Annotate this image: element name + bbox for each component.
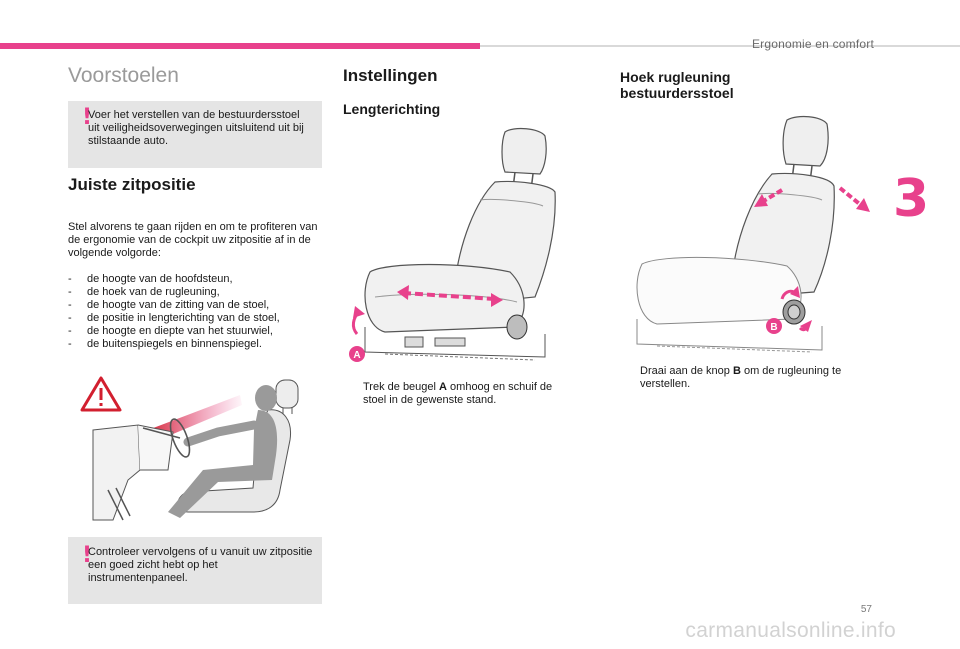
step-key-b: B xyxy=(732,365,741,377)
driver-posture-illustration xyxy=(80,376,299,521)
header-divider xyxy=(480,45,960,47)
watermark: carmanualsonline.info xyxy=(685,619,896,642)
warning-text-bottom: Controleer vervolgens of u vanuit uw zit… xyxy=(88,546,313,584)
label-a: A xyxy=(353,350,360,361)
warning-box-bottom: ! Controleer vervolgens of u vanuit uw z… xyxy=(68,537,322,604)
chapter-number: 3 xyxy=(893,169,930,229)
exclamation-icon: ! xyxy=(82,105,93,130)
adjustment-sequence-list: de hoogte van de hoofdsteun, de hoek van… xyxy=(68,273,330,351)
heading-backrest-angle: Hoek rugleuning bestuurdersstoel xyxy=(620,69,734,101)
step-longitudinal: Trek de beugel A omhoog en schuif de sto… xyxy=(343,381,578,411)
step-text-post: omhoog en schuif de stoel in de gewenste… xyxy=(363,381,553,406)
step-text-pre: Draai aan de knop xyxy=(640,365,733,377)
heading-longitudinal: Lengterichting xyxy=(343,101,441,117)
intro-paragraph: Stel alvorens te gaan rijden en om te pr… xyxy=(68,221,318,259)
list-item: de buitenspiegels en binnenspiegel. xyxy=(68,338,330,351)
seat-longitudinal-illustration: A xyxy=(349,127,556,362)
heading-settings: Instellingen xyxy=(343,66,438,85)
step-text-post: om de rugleuning te verstellen. xyxy=(640,365,842,390)
heading-seat-position: Juiste zitpositie xyxy=(68,175,196,194)
header-accent-bar xyxy=(0,43,480,49)
step-text-pre: Trek de beugel xyxy=(363,381,440,393)
list-item: de hoogte van de hoofdsteun, xyxy=(68,273,330,286)
page-number: 57 xyxy=(860,604,872,615)
page-title: Voorstoelen xyxy=(68,64,179,87)
list-item: de positie in lengterichting van de stoe… xyxy=(68,312,330,325)
seat-backrest-illustration: B xyxy=(636,115,870,353)
warning-text-top: Voer het verstellen van de bestuurdersst… xyxy=(88,109,304,147)
label-b: B xyxy=(770,322,777,333)
list-item: de hoogte van de zitting van de stoel, xyxy=(68,299,330,312)
exclamation-icon: ! xyxy=(82,543,93,568)
list-item: de hoek van de rugleuning, xyxy=(68,286,330,299)
list-item: de hoogte en diepte van het stuurwiel, xyxy=(68,325,330,338)
step-key-a: A xyxy=(439,381,447,393)
step-backrest: Draai aan de knop B om de rugleuning te … xyxy=(620,365,855,395)
warning-triangle-icon xyxy=(80,376,122,412)
warning-box-top: ! Voer het verstellen van de bestuurders… xyxy=(68,101,322,168)
section-header: Ergonomie en comfort xyxy=(751,37,874,51)
